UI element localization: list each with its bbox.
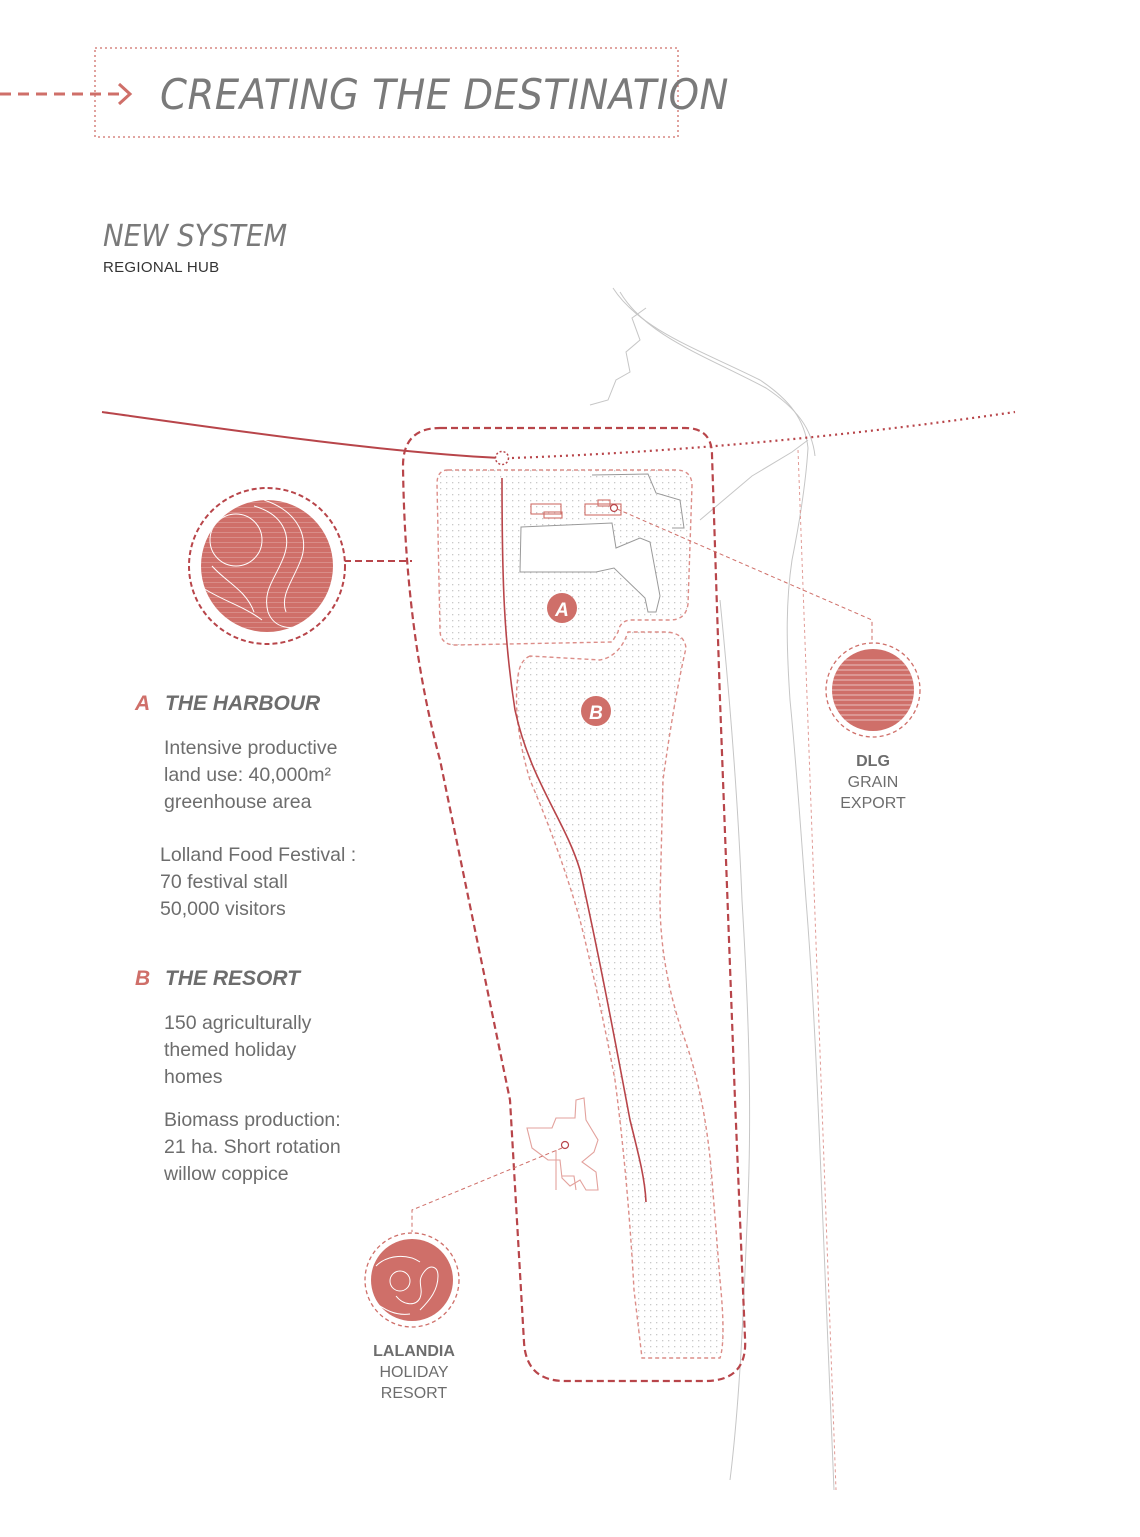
zone-b-resort — [515, 631, 724, 1359]
route-node-icon — [494, 450, 510, 466]
section-a-title: THE HARBOUR — [165, 692, 321, 715]
dlg-label-line2: EXPORT — [840, 795, 906, 812]
dlg-detail-circle — [825, 642, 921, 738]
section-a-text-2: Lolland Food Festival : 70 festival stal… — [160, 844, 357, 920]
page-title: CREATING THE DESTINATION — [160, 70, 729, 119]
lalandia-label-line2: RESORT — [380, 1385, 448, 1402]
section-a-text-1: Intensive productive land use: 40,000m² … — [164, 737, 338, 813]
shore-dashed-line — [797, 449, 837, 1491]
header-arrow-icon — [117, 82, 133, 106]
dlg-label: DLG GRAIN EXPORT — [823, 751, 923, 814]
dlg-label-name: DLG — [856, 753, 890, 770]
grain-silos — [530, 499, 622, 519]
coastline — [589, 287, 835, 1491]
dlg-label-line1: GRAIN — [847, 774, 899, 791]
section-b-text-1: 150 agriculturally themed holiday homes — [164, 1012, 312, 1088]
section-b-text-2: Biomass production: 21 ha. Short rotatio… — [164, 1109, 341, 1185]
lalandia-point-icon — [560, 1140, 570, 1150]
harbour-detail-circle — [188, 487, 346, 645]
dlg-leader-line — [616, 508, 873, 642]
harbour-buildings — [519, 473, 685, 613]
lalandia-label-line1: HOLIDAY — [379, 1364, 449, 1381]
system-subtitle: REGIONAL HUB — [103, 259, 220, 276]
regional-route-solid — [101, 411, 501, 459]
lalandia-leader-line — [411, 1147, 563, 1232]
regional-route-dotted — [511, 410, 1016, 460]
header-frame — [94, 47, 679, 138]
site-boundary — [401, 426, 747, 1383]
marker-b-label: B — [589, 703, 603, 724]
lalandia-label: LALANDIA HOLIDAY RESORT — [352, 1341, 476, 1404]
marker-a-label: A — [554, 600, 569, 621]
marker-a: A — [547, 593, 577, 623]
resort-buildings — [526, 1097, 599, 1191]
section-b-title: THE RESORT — [165, 967, 300, 990]
section-b-letter: B — [135, 967, 151, 990]
section-a-letter: A — [135, 692, 151, 715]
lalandia-label-name: LALANDIA — [373, 1343, 455, 1360]
lalandia-detail-circle — [364, 1232, 460, 1328]
marker-b: B — [581, 696, 611, 726]
internal-path — [501, 477, 647, 1203]
system-title: NEW SYSTEM — [103, 219, 288, 254]
dlg-point-icon — [609, 503, 619, 513]
